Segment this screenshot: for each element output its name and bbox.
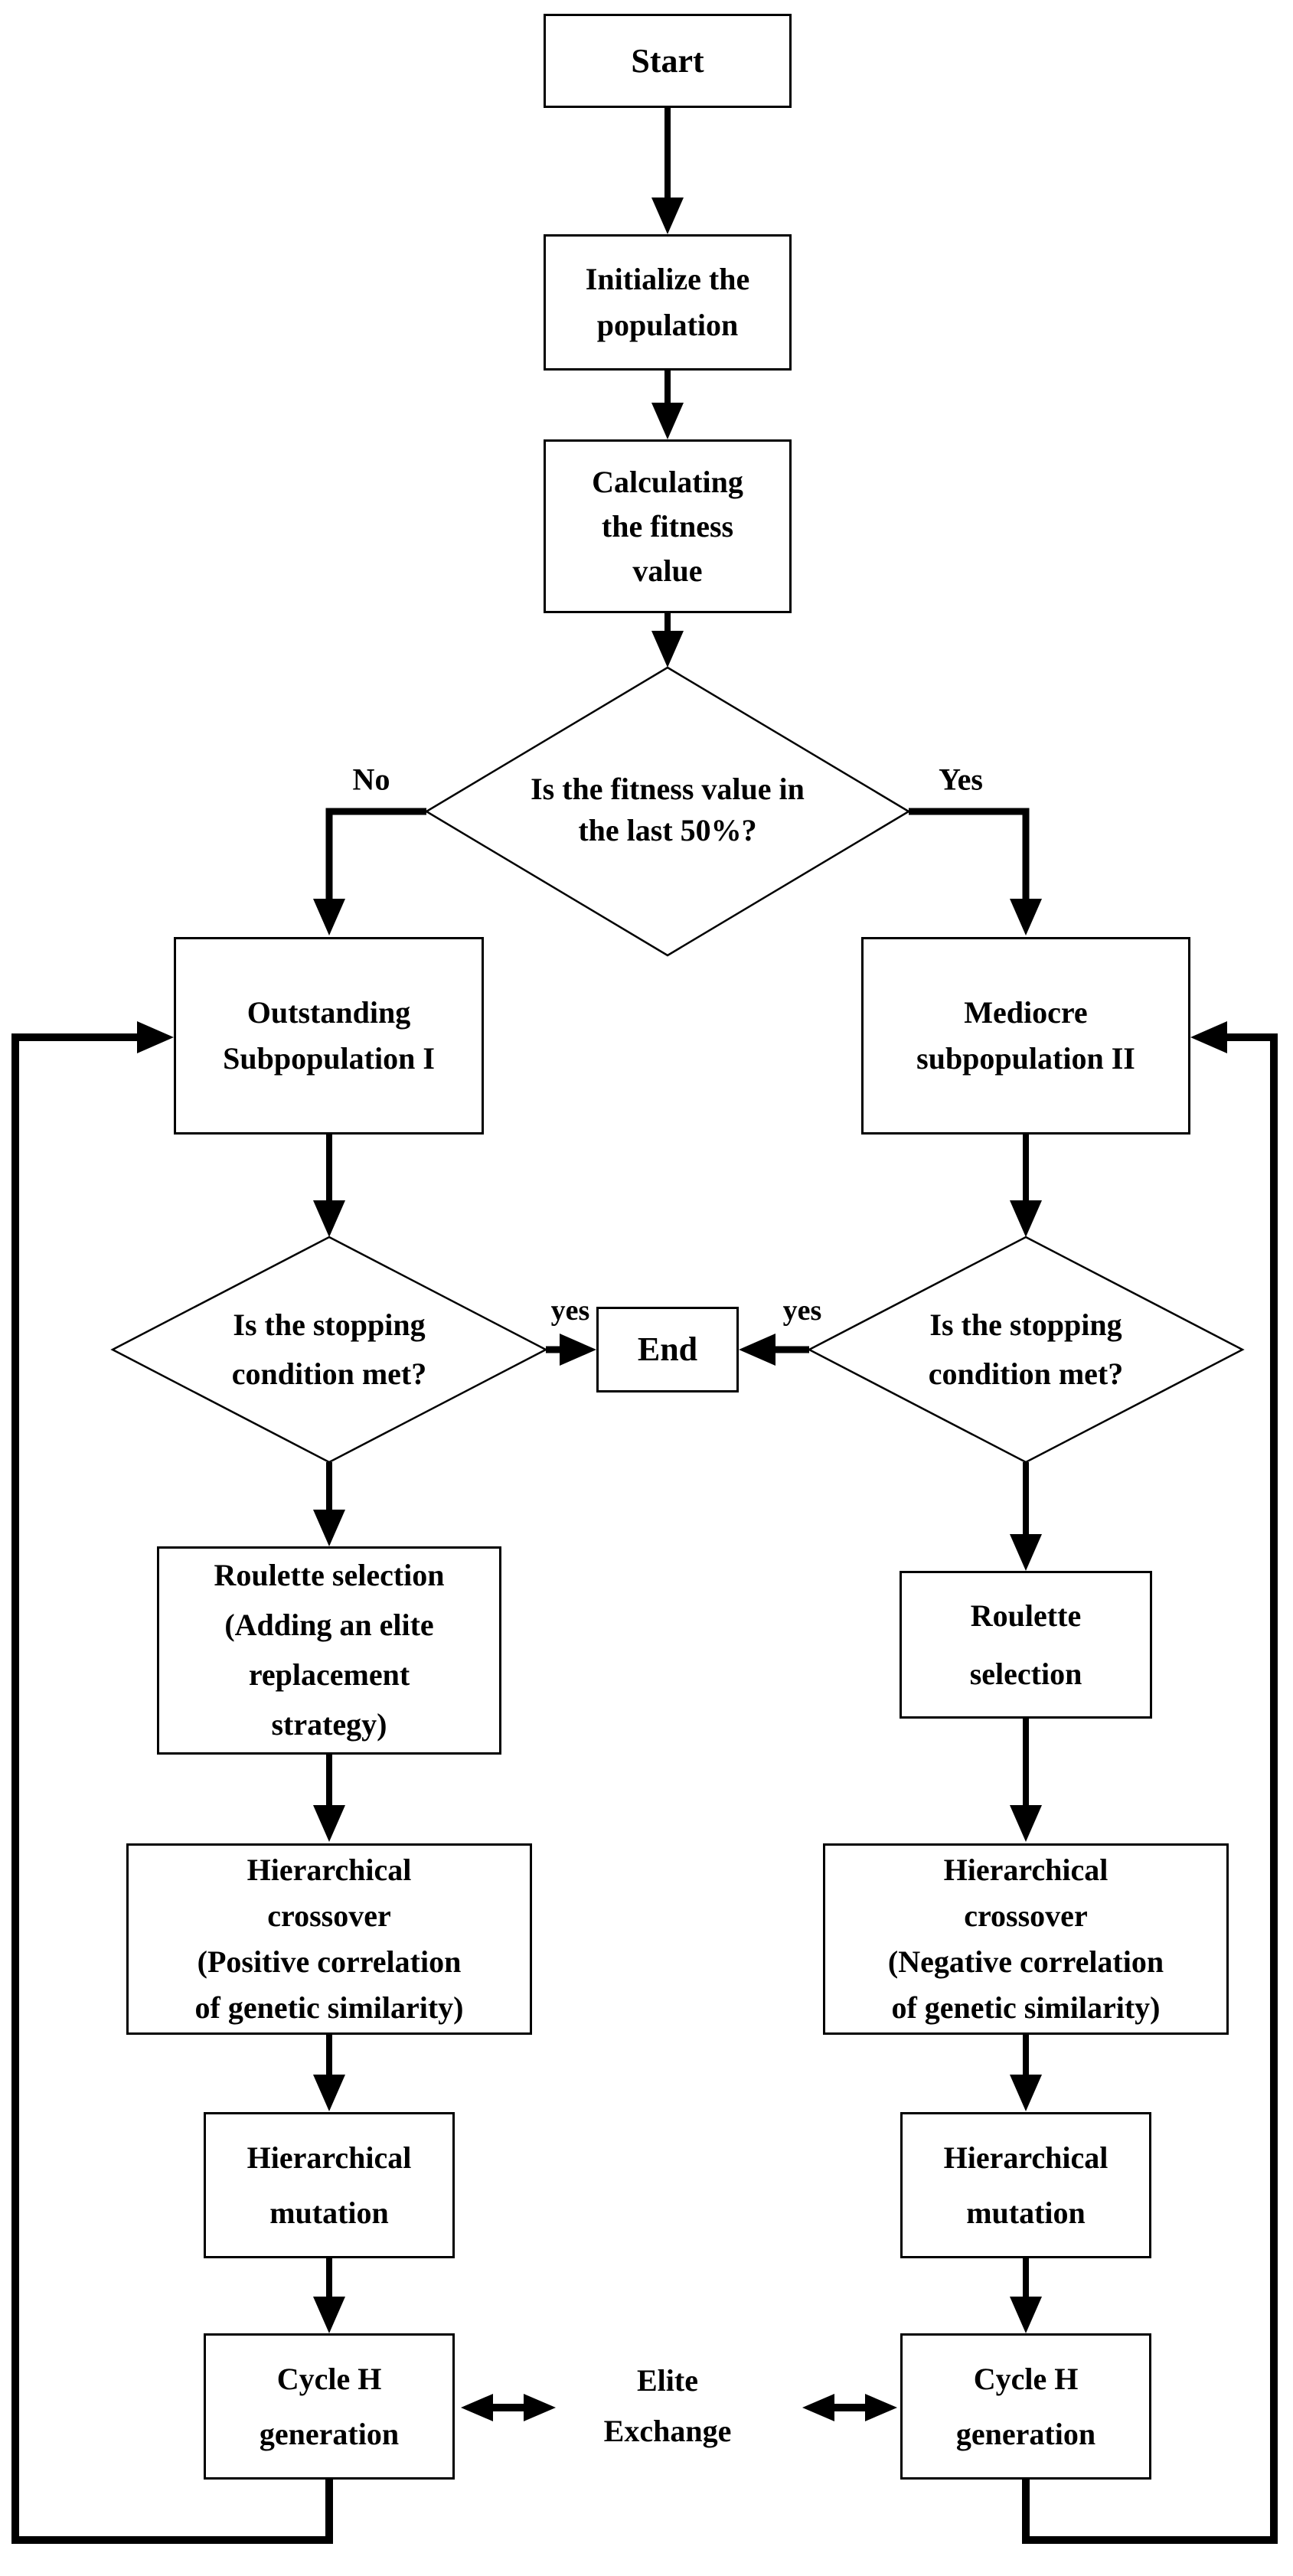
edge-label-yes-left: yes [550, 1295, 590, 1327]
arrow-start-to-initialize [651, 108, 684, 234]
node-crossover-right-label: Hierarchical crossover (Negative correla… [887, 1853, 1164, 2025]
arrow-crossover-to-mutation-left [313, 2035, 345, 2111]
fitness-decision-label: Is the fitness value in the last 50%? [531, 772, 805, 847]
node-mediocre-label: Mediocre subpopulation II [916, 995, 1135, 1076]
arrow-mutation-to-cycle-left [313, 2258, 345, 2333]
arrow-mutation-to-cycle-right [1010, 2258, 1042, 2333]
node-mediocre-subpopulation: Mediocre subpopulation II [861, 937, 1190, 1135]
node-mutation-right-label: Hierarchical mutation [943, 2140, 1109, 2230]
stopping-right-label: Is the stopping condition met? [928, 1308, 1124, 1391]
double-arrow-elite-left [461, 2394, 556, 2421]
stopping-left-label: Is the stopping condition met? [231, 1308, 427, 1391]
node-roulette-selection-left: Roulette selection (Adding an elite repl… [157, 1546, 501, 1755]
arrow-yes-right-to-end [739, 1334, 809, 1366]
node-hierarchical-mutation-left: Hierarchical mutation [204, 2112, 455, 2258]
arrow-mediocre-to-stopping [1010, 1135, 1042, 1237]
node-calculate-fitness: Calculating the fitness value [544, 439, 792, 613]
node-cycle-h-generation-right: Cycle H generation [900, 2333, 1151, 2480]
arrow-outstanding-to-stopping [313, 1135, 345, 1237]
edge-no-branch [313, 808, 426, 935]
node-mutation-left-label: Hierarchical mutation [247, 2140, 412, 2230]
node-cycle-left-label: Cycle H generation [259, 2361, 400, 2451]
arrow-stopping-to-roulette-left [313, 1462, 345, 1546]
arrow-calculating-to-decision [651, 613, 684, 668]
node-cycle-h-generation-left: Cycle H generation [204, 2333, 455, 2480]
node-hierarchical-mutation-right: Hierarchical mutation [900, 2112, 1151, 2258]
node-hierarchical-crossover-right: Hierarchical crossover (Negative correla… [823, 1843, 1229, 2035]
double-arrow-elite-right [802, 2394, 897, 2421]
edge-yes-branch [909, 808, 1042, 935]
node-start-label: Start [631, 41, 704, 80]
node-end-label: End [637, 1330, 698, 1368]
node-calculate-fitness-label: Calculating the fitness value [592, 464, 743, 588]
node-outstanding-label: Outstanding Subpopulation I [223, 995, 435, 1076]
node-start: Start [544, 14, 792, 108]
arrow-initialize-to-calculating [651, 371, 684, 439]
node-crossover-left-label: Hierarchical crossover (Positive correla… [194, 1853, 464, 2025]
loop-cycle-to-outstanding [11, 1021, 333, 2544]
node-outstanding-subpopulation: Outstanding Subpopulation I [174, 937, 484, 1135]
loop-cycle-to-mediocre [1022, 1021, 1278, 2544]
arrow-roulette-to-crossover-left [313, 1755, 345, 1842]
fitness-decision-diamond [424, 666, 911, 957]
edge-label-yes-right: yes [782, 1295, 822, 1327]
node-roulette-left-label: Roulette selection (Adding an elite repl… [214, 1558, 445, 1742]
arrow-crossover-to-mutation-right [1010, 2035, 1042, 2111]
node-initialize-population: Initialize the population [544, 234, 792, 371]
node-roulette-right-label: Roulette selection [969, 1598, 1082, 1691]
arrow-stopping-to-roulette-right [1010, 1462, 1042, 1571]
arrow-roulette-to-crossover-right [1010, 1719, 1042, 1842]
elite-exchange-label: Elite Exchange [603, 2363, 732, 2448]
arrow-yes-left-to-end [546, 1334, 596, 1366]
node-roulette-selection-right: Roulette selection [900, 1571, 1152, 1719]
node-end: End [596, 1307, 739, 1392]
edge-label-no: No [352, 762, 390, 797]
edge-label-yes: Yes [939, 762, 983, 797]
node-initialize-label: Initialize the population [585, 262, 750, 342]
node-cycle-right-label: Cycle H generation [955, 2361, 1096, 2451]
node-hierarchical-crossover-left: Hierarchical crossover (Positive correla… [126, 1843, 532, 2035]
